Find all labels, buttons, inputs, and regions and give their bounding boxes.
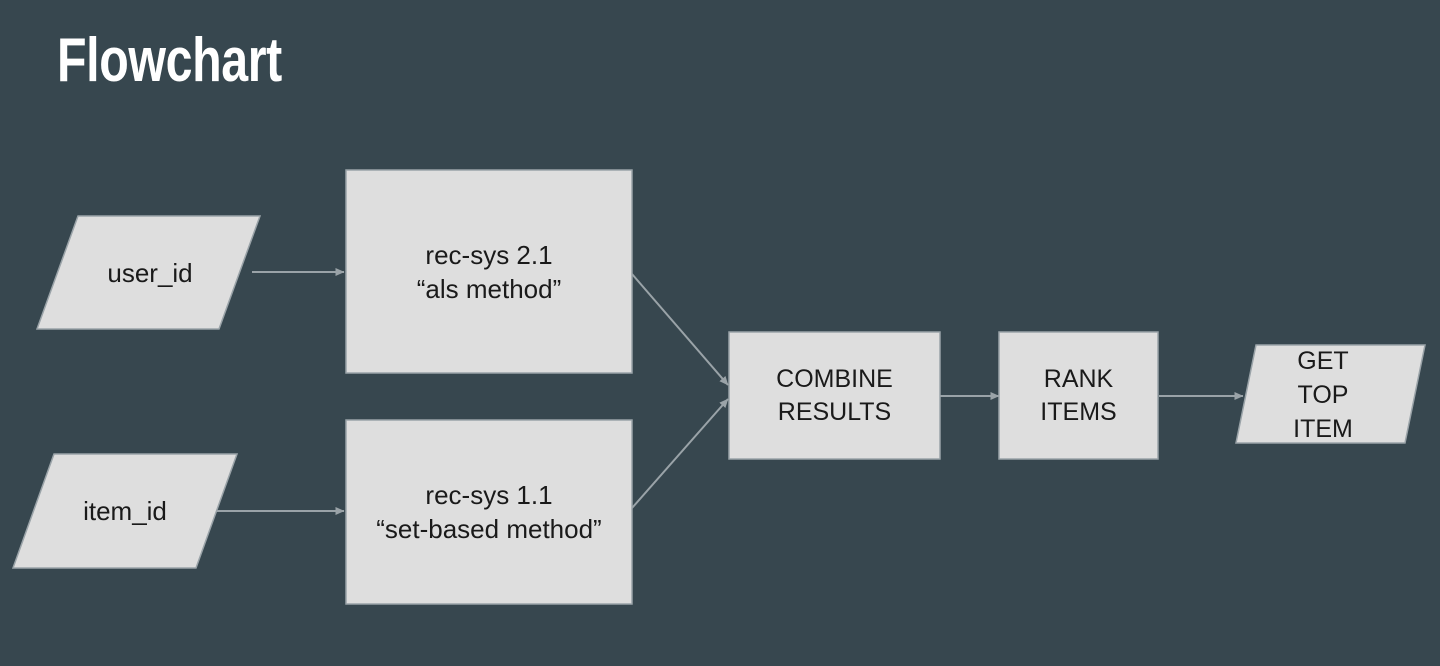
edge-rec-sys-21-to-combine-results <box>631 273 729 386</box>
node-user-id[interactable] <box>35 215 262 330</box>
node-item-id[interactable] <box>11 453 239 569</box>
node-get-top-item[interactable] <box>1235 344 1426 444</box>
page-title: Flowchart <box>57 26 282 95</box>
node-combine-results[interactable] <box>728 331 941 460</box>
node-rank-items[interactable] <box>998 331 1159 460</box>
node-rec-sys-21[interactable] <box>345 169 633 374</box>
edge-rec-sys-11-to-combine-results <box>631 398 729 509</box>
node-rec-sys-11[interactable] <box>345 419 633 605</box>
